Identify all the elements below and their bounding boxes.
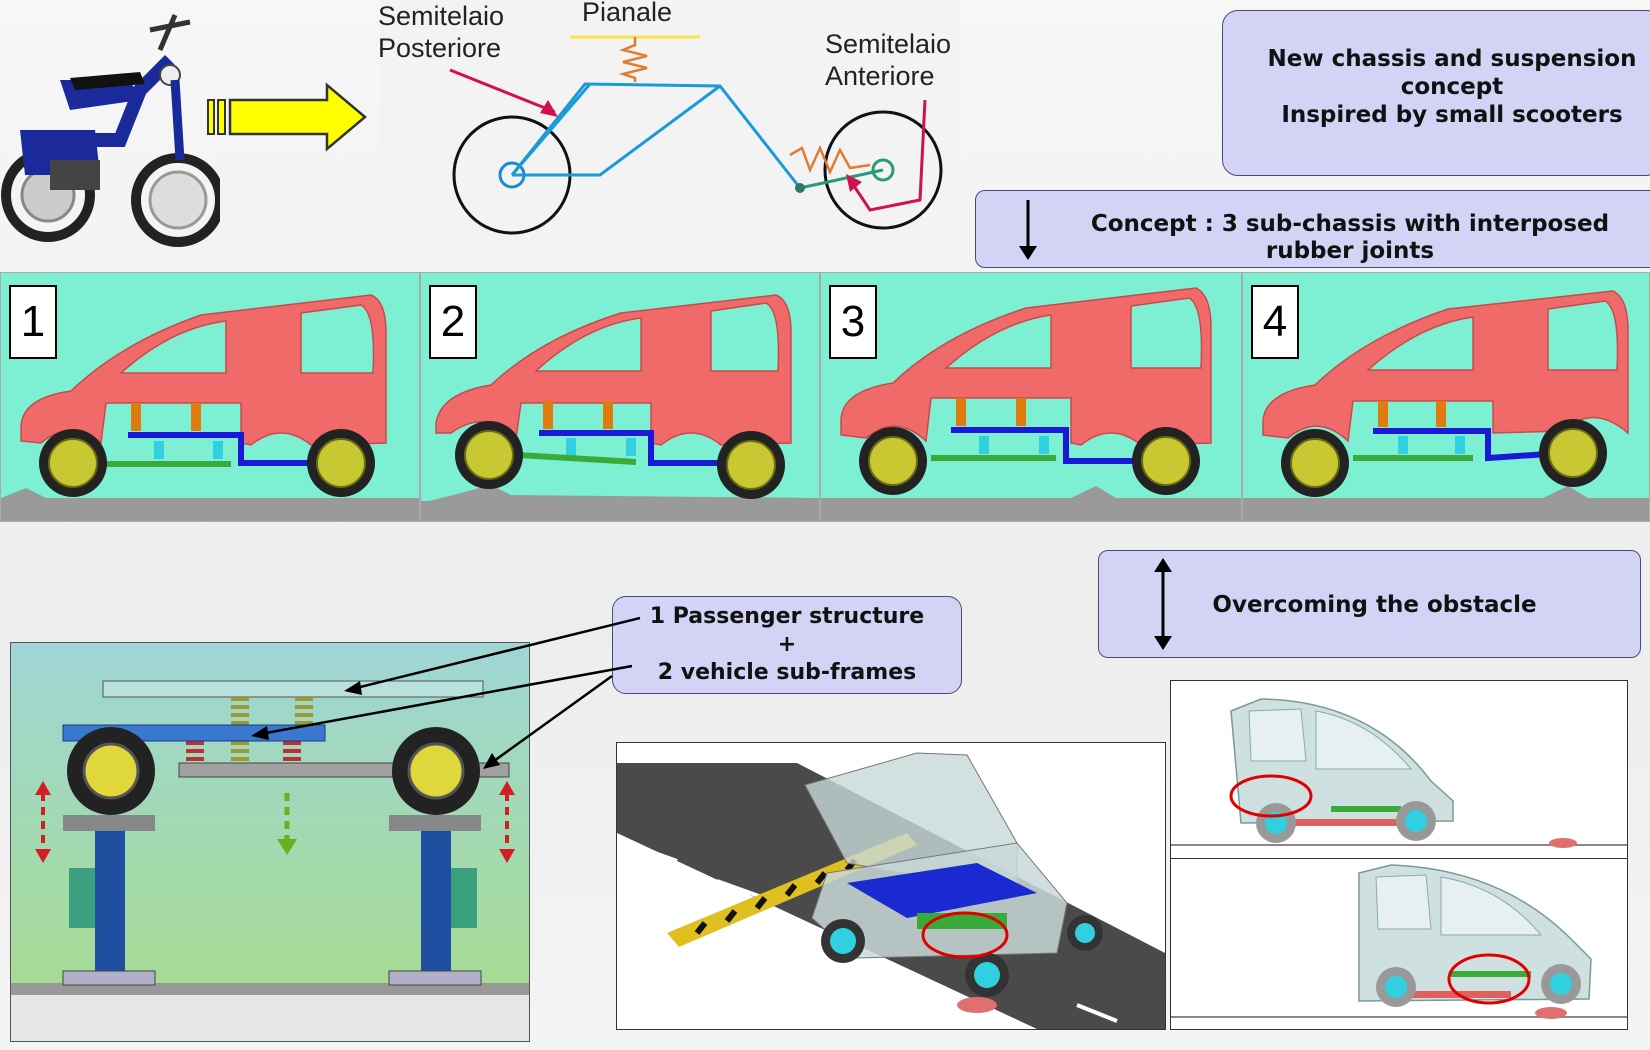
front-subframe-label: Semitelaio Anteriore [825, 29, 952, 91]
side-view-bottom-image [1170, 858, 1628, 1030]
scooter-image [0, 0, 220, 265]
chassis-concept-callout: New chassis and suspension concept Inspi… [1222, 10, 1650, 176]
chassis-schematic [380, 0, 960, 240]
rear-subframe-label: Semitelaio Posteriore [378, 1, 505, 63]
test-rig-image [10, 642, 530, 1042]
structure-callout: 1 Passenger structure + 2 vehicle sub-fr… [612, 596, 962, 694]
sub-chassis-callout: Concept : 3 sub-chassis with interposed … [975, 190, 1650, 268]
panel-1: 1 [0, 272, 420, 522]
panel-4: 4 [1242, 272, 1650, 522]
panel-number-1: 1 [9, 285, 57, 359]
road-simulation-image [616, 742, 1166, 1030]
panel-number-4: 4 [1251, 285, 1299, 359]
panel-number-2: 2 [429, 285, 477, 359]
down-arrow-icon [1016, 198, 1040, 262]
side-view-top-image [1170, 680, 1628, 860]
panel-3: 3 [820, 272, 1242, 522]
transform-arrow [205, 82, 370, 152]
obstacle-callout: Overcoming the obstacle [1098, 550, 1641, 658]
panel-number-3: 3 [829, 285, 877, 359]
double-arrow-icon [1150, 556, 1176, 652]
panel-2: 2 [420, 272, 820, 522]
platform-label: Pianale [582, 0, 673, 27]
